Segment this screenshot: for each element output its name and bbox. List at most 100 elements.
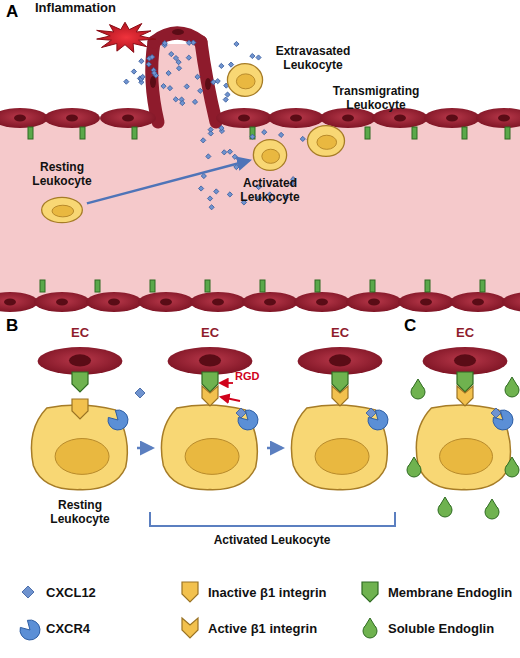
- cxcl12-diamond: [139, 59, 144, 64]
- motif-label: RGD: [235, 369, 275, 383]
- vessel-lumen: [0, 118, 520, 302]
- cxcl12-diamond: [201, 138, 206, 143]
- cxcl12-diamond: [201, 173, 206, 178]
- cxcl12-diamond: [186, 55, 191, 60]
- soluble-endoglin: [485, 499, 499, 519]
- panel-letter: C: [404, 316, 434, 336]
- leukocyte-cell: Transmigrating Leukocyte: [306, 124, 346, 158]
- cxcl12-diamond: [140, 74, 145, 79]
- cxcl12-diamond: [211, 80, 216, 85]
- node-label: Resting Leukocyte: [22, 160, 102, 188]
- ec-label: EC: [420, 326, 510, 340]
- ec-shape: [35, 345, 125, 377]
- active-integrin: [182, 618, 198, 638]
- node-label: Activated Leukocyte: [230, 176, 310, 204]
- cxcl12-diamond: [209, 205, 214, 210]
- cxcl12-diamond: [146, 62, 151, 67]
- cell-shape: [306, 124, 346, 158]
- soluble-endoglin: [505, 457, 519, 477]
- legend-label: Membrane Endoglin: [388, 584, 512, 601]
- cxcl12-diamond: [250, 134, 255, 139]
- cxcl12-diamond: [215, 79, 220, 84]
- membrane-endoglin: [457, 372, 473, 392]
- cxcl12-diamond: [162, 41, 167, 46]
- inactive-integrin: [72, 399, 88, 419]
- cxcl12-diamond: [192, 99, 197, 104]
- cxcl12-diamond: [279, 132, 284, 137]
- cxcl12-diamond: [225, 92, 230, 97]
- cxcl12-diamond: [219, 63, 224, 68]
- cxcl12-diamond: [161, 84, 166, 89]
- legend-label: Soluble Endoglin: [388, 620, 494, 637]
- cxcl12-diamond: [236, 408, 246, 418]
- cxcl12-diamond: [186, 40, 191, 45]
- cxcl12-diamond: [206, 154, 211, 159]
- cxcl12-diamond: [152, 70, 157, 75]
- membrane-endoglin-markers: [28, 127, 510, 292]
- ec-label: EC: [35, 326, 125, 340]
- membrane-endoglin: [332, 372, 348, 392]
- ec-label: EC: [295, 326, 385, 340]
- node-label: Resting Leukocyte: [40, 498, 120, 526]
- cxcl12-diamond: [232, 154, 237, 159]
- inflammation-star: Inflammation: [92, 20, 158, 54]
- legend-label: CXCL12: [46, 584, 96, 601]
- cell-shape: [252, 138, 288, 172]
- soluble-endoglin: [411, 379, 425, 399]
- cxcl12-diamond: [234, 41, 239, 46]
- flow-arrow: [87, 161, 249, 204]
- ec-label: EC: [165, 326, 255, 340]
- cxcl12-diamond: [222, 150, 227, 155]
- cxcl12-diamond: [166, 71, 171, 76]
- node-label: Extravasated Leukocyte: [268, 44, 358, 72]
- membrane-endoglin: [72, 372, 88, 392]
- cxcl12-diamond: [169, 52, 174, 57]
- leukocyte-cell: Resting Leukocyte: [40, 196, 84, 224]
- cxcl12-diamond: [195, 74, 200, 79]
- node-label: Transmigrating Leukocyte: [326, 84, 426, 112]
- blob-shape: [25, 400, 135, 495]
- soluble-endoglin: [438, 497, 452, 517]
- panel-letter: A: [6, 2, 36, 22]
- star-shape: [92, 20, 158, 54]
- bracket-label: Activated Leukocyte: [172, 533, 372, 548]
- endothelial-wall-bottom: [0, 292, 520, 312]
- cxcl12-diamond: [198, 186, 203, 191]
- leukocyte-cell: Activated Leukocyte: [252, 138, 288, 172]
- cxcl12-diamond: [223, 97, 228, 102]
- cell-shape: [226, 62, 264, 98]
- cxcl12-diamond: [184, 84, 189, 89]
- soluble-endoglin: [363, 618, 377, 638]
- cxcl12-diamond: [234, 164, 239, 169]
- cell-shape: [40, 196, 84, 224]
- inactive-integrin: [182, 582, 198, 602]
- cxcl12-diamond: [124, 79, 129, 84]
- cxcl12-diamond: [173, 55, 178, 60]
- cxcr4-receptor: [108, 410, 128, 430]
- cxcl12-diamond: [491, 408, 501, 418]
- endothelial-cell: EC: [420, 345, 510, 377]
- branch-nuclei: [150, 29, 211, 90]
- cxcl12-diamond: [173, 97, 178, 102]
- vessel-branch-wall: [152, 33, 216, 122]
- soluble-endoglin: [407, 457, 421, 477]
- cxcl12-diamond: [227, 149, 232, 154]
- active-integrin: [457, 386, 473, 406]
- cxcl12-diamond: [167, 86, 172, 91]
- cxcl12-diamond: [22, 586, 34, 598]
- leukocyte-cell: Resting Leukocyte: [25, 400, 135, 495]
- activated-leukocytes: [161, 405, 510, 490]
- membrane-endoglin: [362, 582, 378, 602]
- cxcl12-diamond: [262, 130, 267, 135]
- membrane-endoglin: [202, 372, 218, 392]
- endothelial-wall-top: [0, 108, 520, 128]
- activated-bracket: [150, 512, 395, 526]
- cxcl12-diamond: [208, 131, 213, 136]
- cxcl12-diamond: [198, 88, 203, 93]
- endothelial-cell: EC: [35, 345, 125, 377]
- cxcl12-diamond: [256, 55, 261, 60]
